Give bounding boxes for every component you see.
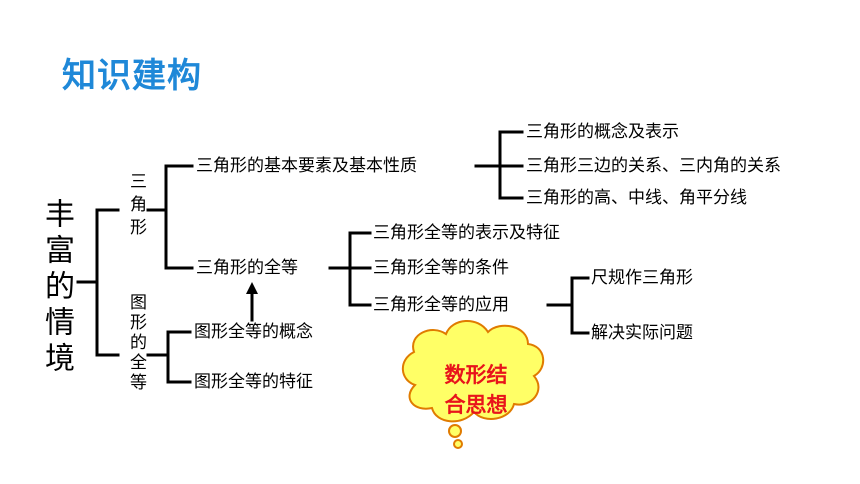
node-basic-properties: 三角形的基本要素及基本性质	[196, 156, 417, 176]
node-figure-congruence-features: 图形全等的特征	[194, 372, 313, 392]
node-altitude-median-bisector: 三角形的高、中线、角平分线	[526, 188, 747, 208]
node-figure-congruence-concept: 图形全等的概念	[194, 322, 313, 342]
cloud-label: 数形结 合思想	[422, 360, 530, 420]
node-concept-representation: 三角形的概念及表示	[526, 122, 679, 142]
cloud-line-1: 数形结	[444, 363, 508, 387]
node-triangle-congruence: 三角形的全等	[196, 258, 298, 278]
branch-congruent-label: 图形的全等	[126, 293, 146, 393]
node-ruler-compass: 尺规作三角形	[591, 268, 693, 288]
cloud-line-2: 合思想	[444, 393, 508, 417]
root-label: 丰富的情境	[39, 198, 74, 378]
node-congruence-application: 三角形全等的应用	[373, 295, 509, 315]
branch-triangle-label: 三角形	[126, 172, 146, 241]
node-congruence-representation: 三角形全等的表示及特征	[373, 223, 560, 243]
node-sides-angles: 三角形三边的关系、三内角的关系	[526, 156, 781, 176]
page-title: 知识建构	[62, 56, 202, 96]
arrow-up-icon	[246, 282, 258, 294]
thought-cloud-icon	[401, 320, 544, 449]
node-practical-problems: 解决实际问题	[591, 323, 693, 343]
node-congruence-conditions: 三角形全等的条件	[373, 258, 509, 278]
